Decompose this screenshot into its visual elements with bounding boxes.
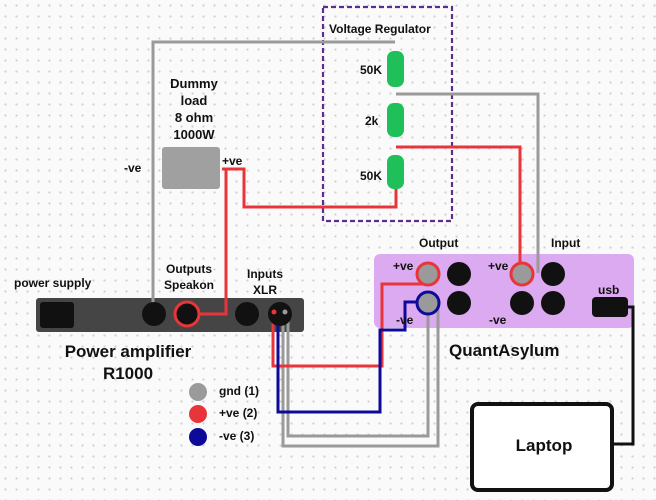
qa-input-3-jack — [510, 291, 534, 315]
usb-label: usb — [598, 283, 620, 297]
regulator-title: Voltage Regulator — [329, 22, 431, 36]
qa-in-neg-label: -ve — [489, 313, 507, 327]
qa-input-label: Input — [551, 236, 581, 250]
speakon-output-jack — [173, 300, 201, 328]
dummy-load-neg-label: -ve — [124, 161, 142, 175]
legend-label-pos: +ve (2) — [219, 406, 258, 420]
resistor-mid-label: 2k — [365, 114, 379, 128]
resistor-mid — [387, 103, 404, 137]
pos-wire-xlr-to-output — [271, 282, 426, 368]
amp-input-jack-1 — [235, 302, 259, 326]
qa-out-pos-label: +ve — [393, 259, 414, 273]
amp-gnd-jack — [142, 302, 166, 326]
qa-output-neg-jack — [415, 290, 441, 316]
xlr-pin-pos — [271, 309, 277, 315]
dummy-load-line-3: 8 ohm — [174, 110, 214, 125]
qa-output-pos-jack — [415, 261, 441, 287]
dummy-load-line-4: 1000W — [173, 127, 215, 142]
outputs-speakon-label: Outputs Speakon — [150, 261, 228, 293]
legend-dot-neg — [189, 428, 207, 446]
qa-out-neg-label: -ve — [396, 313, 414, 327]
legend-dot-gnd — [189, 383, 207, 401]
dummy-load-title: Dummy load 8 ohm 1000W — [158, 75, 230, 143]
amplifier-name-line-2: R1000 — [102, 364, 154, 383]
amplifier-body — [36, 298, 304, 332]
neg-wire-xlr-to-output — [276, 300, 428, 414]
qa-in-pos-label: +ve — [488, 259, 509, 273]
pos-wire-regulator-to-input — [396, 145, 522, 273]
legend-label-neg: -ve (3) — [219, 429, 255, 443]
usb-port — [592, 297, 628, 317]
resistor-top — [387, 51, 404, 87]
xlr-input-jack — [268, 302, 292, 326]
qa-output-2-jack — [447, 262, 471, 286]
quantasylum-name: QuantAsylum — [449, 341, 560, 360]
dummy-load-body — [162, 147, 220, 189]
laptop-body — [470, 402, 614, 492]
inputs-label-line-2: XLR — [253, 283, 277, 297]
amplifier-name: Power amplifier R1000 — [48, 341, 208, 385]
usb-cable — [612, 305, 635, 446]
legend-dot-pos — [189, 405, 207, 423]
resistor-bot — [387, 155, 404, 189]
qa-output-4-jack — [447, 291, 471, 315]
power-supply-label: power supply — [14, 276, 92, 290]
legend-label-gnd: gnd (1) — [219, 384, 259, 398]
resistor-bot-label: 50K — [360, 169, 383, 183]
inputs-xlr-label: Inputs XLR — [236, 266, 294, 298]
gnd-wire-xlr-to-output-2 — [286, 304, 430, 438]
qa-input-pos-jack — [509, 261, 535, 287]
inputs-label-line-1: Inputs — [247, 267, 283, 281]
qa-output-label: Output — [419, 236, 459, 250]
outputs-label-line-1: Outputs — [166, 262, 212, 276]
dummy-load-line-2: load — [180, 93, 208, 108]
pos-wire-dummy-to-speakon — [222, 167, 398, 209]
outputs-label-line-2: Speakon — [163, 278, 214, 292]
gnd-wire-amp-to-regulator — [151, 40, 395, 317]
voltage-regulator-box — [321, 5, 454, 223]
dummy-load-pos-label: +ve — [222, 154, 243, 168]
power-supply-socket — [40, 302, 74, 328]
gnd-wire-xlr-to-output — [281, 304, 440, 448]
qa-input-2-jack — [541, 262, 565, 286]
laptop-label: Laptop — [515, 436, 573, 455]
xlr-pin-gnd — [282, 309, 288, 315]
gnd-wire-regulator-to-input — [396, 92, 540, 273]
dummy-load-line-1: Dummy — [170, 76, 218, 91]
amplifier-name-line-1: Power amplifier — [64, 342, 192, 361]
resistor-top-label: 50K — [360, 63, 383, 77]
qa-input-4-jack — [541, 291, 565, 315]
